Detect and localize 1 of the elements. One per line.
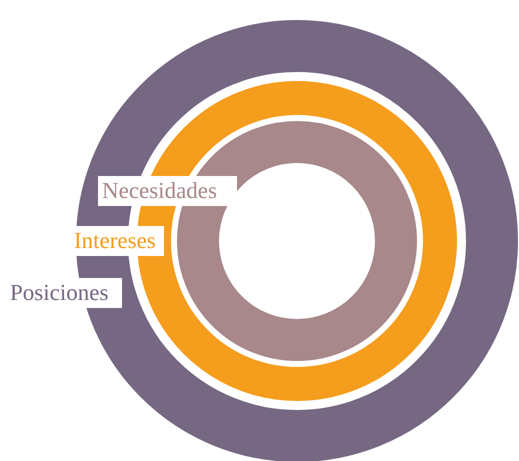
- ring-label: Necesidades: [98, 176, 237, 206]
